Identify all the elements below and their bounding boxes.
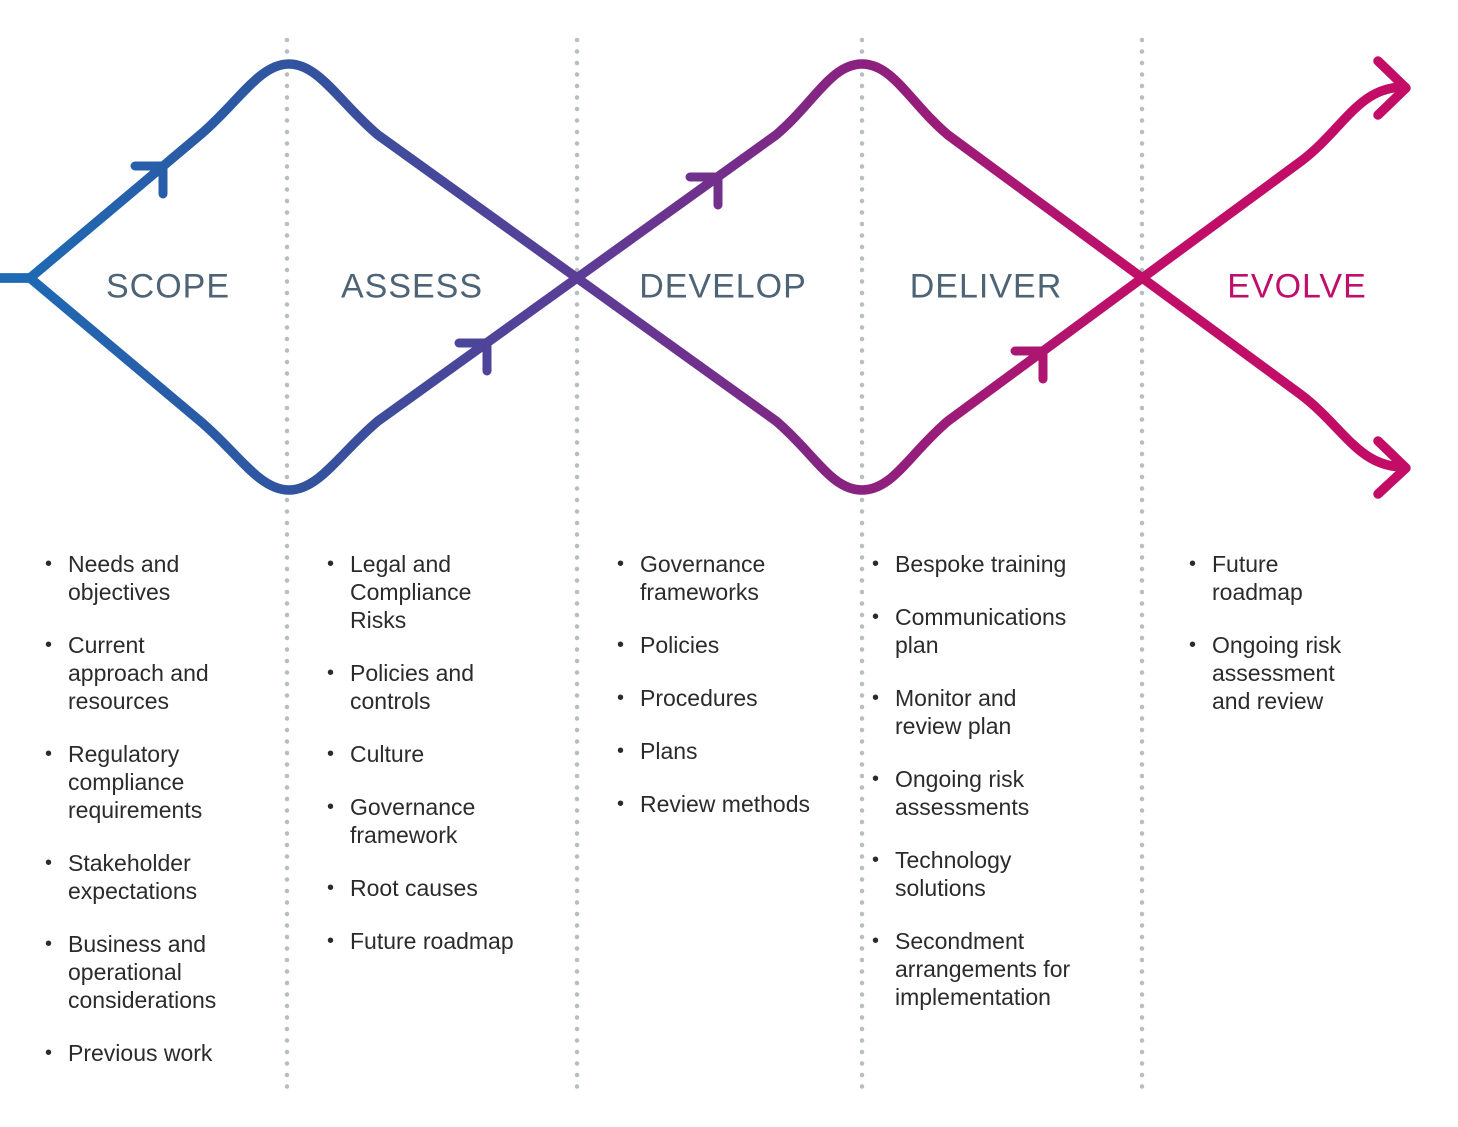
bullet-dot-icon: •: [617, 793, 625, 815]
list-item: • Regulatory compliance requirements: [45, 740, 317, 824]
bullet-dot-icon: •: [327, 553, 335, 575]
list-item: • Legal and Compliance Risks: [327, 550, 599, 634]
list-item-text: Review methods: [640, 791, 811, 817]
bullet-dot-icon: •: [872, 768, 880, 790]
end-arrowhead-icon-top: [1373, 56, 1411, 120]
bullet-dot-icon: •: [45, 852, 53, 874]
list-item: • Review methods: [617, 790, 889, 818]
bullet-dot-icon: •: [327, 930, 335, 952]
list-item-text: Policies: [640, 632, 720, 658]
bullet-dot-icon: •: [872, 930, 880, 952]
bullet-dot-icon: •: [1189, 553, 1197, 575]
list-item: • Future roadmap: [327, 927, 599, 955]
list-item-text: Regulatory compliance requirements: [68, 741, 203, 823]
direction-arrow-icon-assess: [454, 338, 492, 376]
list-item: • Governance frameworks: [617, 550, 889, 606]
list-item: • Procedures: [617, 684, 889, 712]
bullet-dot-icon: •: [45, 634, 53, 656]
list-item-text: Monitor and review plan: [895, 685, 1017, 739]
bullet-dot-icon: •: [327, 796, 335, 818]
list-item-text: Culture: [350, 741, 425, 767]
bullet-dot-icon: •: [45, 1042, 53, 1064]
direction-arrow-icon-deliver: [1010, 346, 1048, 384]
list-item-text: Needs and objectives: [68, 551, 180, 605]
list-item-text: Communications plan: [895, 604, 1067, 658]
list-item-text: Technology solutions: [895, 847, 1012, 901]
bullet-dot-icon: •: [1189, 634, 1197, 656]
list-item: • Future roadmap: [1189, 550, 1458, 606]
list-item-text: Plans: [640, 738, 698, 764]
list-item-text: Governance frameworks: [640, 551, 766, 605]
phase-label-assess: ASSESS: [340, 267, 484, 306]
list-item-text: Future roadmap: [350, 928, 514, 954]
list-item-text: Previous work: [68, 1040, 213, 1066]
list-item: • Ongoing risk assessments: [872, 765, 1144, 821]
list-item: • Governance framework: [327, 793, 599, 849]
list-item: • Policies: [617, 631, 889, 659]
list-item: • Needs and objectives: [45, 550, 317, 606]
bullet-dot-icon: •: [327, 662, 335, 684]
list-item: • Secondment arrangements for implementat…: [872, 927, 1144, 1011]
list-item: • Bespoke training: [872, 550, 1144, 578]
direction-arrow-icon-scope: [130, 161, 168, 199]
list-item-text: Procedures: [640, 685, 758, 711]
bullet-dot-icon: •: [327, 743, 335, 765]
list-item-text: Policies and controls: [350, 660, 475, 714]
phase-label-deliver: DELIVER: [909, 267, 1063, 306]
bullet-dot-icon: •: [872, 687, 880, 709]
end-arrowhead-icon-bottom: [1373, 436, 1411, 499]
bullet-list-deliver: • Bespoke training • Communications plan •…: [872, 550, 1144, 1036]
list-item-text: Bespoke training: [895, 551, 1067, 577]
list-item-text: Root causes: [350, 875, 478, 901]
list-item: • Stakeholder expectations: [45, 849, 317, 905]
list-item: • Root causes: [327, 874, 599, 902]
list-item: • Previous work: [45, 1039, 317, 1067]
phase-label-evolve: EVOLVE: [1227, 267, 1367, 306]
list-item-text: Governance framework: [350, 794, 476, 848]
phase-label-scope: SCOPE: [105, 267, 231, 306]
list-item: • Current approach and resources: [45, 631, 317, 715]
list-item-text: Legal and Compliance Risks: [350, 551, 472, 633]
bullet-list-evolve: • Future roadmap • Ongoing risk assessment…: [1189, 550, 1458, 740]
list-item: • Business and operational considerations: [45, 930, 317, 1014]
list-item-text: Business and operational considerations: [68, 931, 217, 1013]
list-item: • Culture: [327, 740, 599, 768]
list-item: • Monitor and review plan: [872, 684, 1144, 740]
list-item: • Policies and controls: [327, 659, 599, 715]
list-item-text: Ongoing risk assessment and review: [1212, 632, 1342, 714]
journey-line-lower: [0, 59, 1409, 495]
bullet-dot-icon: •: [617, 553, 625, 575]
list-item: • Technology solutions: [872, 846, 1144, 902]
direction-arrow-icon-develop: [685, 172, 723, 210]
phase-label-develop: DEVELOP: [639, 267, 807, 306]
bullet-dot-icon: •: [45, 933, 53, 955]
bullet-list-scope: • Needs and objectives • Current approach …: [45, 550, 317, 1092]
bullet-list-assess: • Legal and Compliance Risks • Policies an…: [327, 550, 599, 980]
bullet-dot-icon: •: [872, 553, 880, 575]
bullet-list-develop: • Governance frameworks • Policies • Proced…: [617, 550, 889, 843]
list-item: • Ongoing risk assessment and review: [1189, 631, 1458, 715]
list-item-text: Secondment arrangements for implementati…: [895, 928, 1071, 1010]
list-item-text: Stakeholder expectations: [68, 850, 198, 904]
list-item-text: Future roadmap: [1212, 551, 1303, 605]
bullet-dot-icon: •: [45, 553, 53, 575]
list-item: • Communications plan: [872, 603, 1144, 659]
bullet-dot-icon: •: [872, 606, 880, 628]
bullet-dot-icon: •: [45, 743, 53, 765]
bullet-dot-icon: •: [872, 849, 880, 871]
bullet-dot-icon: •: [617, 634, 625, 656]
bullet-dot-icon: •: [327, 877, 335, 899]
list-item-text: Ongoing risk assessments: [895, 766, 1030, 820]
list-item: • Plans: [617, 737, 889, 765]
bullet-dot-icon: •: [617, 687, 625, 709]
bullet-dot-icon: •: [617, 740, 625, 762]
journey-line-upper: [0, 59, 1409, 495]
list-item-text: Current approach and resources: [68, 632, 209, 714]
